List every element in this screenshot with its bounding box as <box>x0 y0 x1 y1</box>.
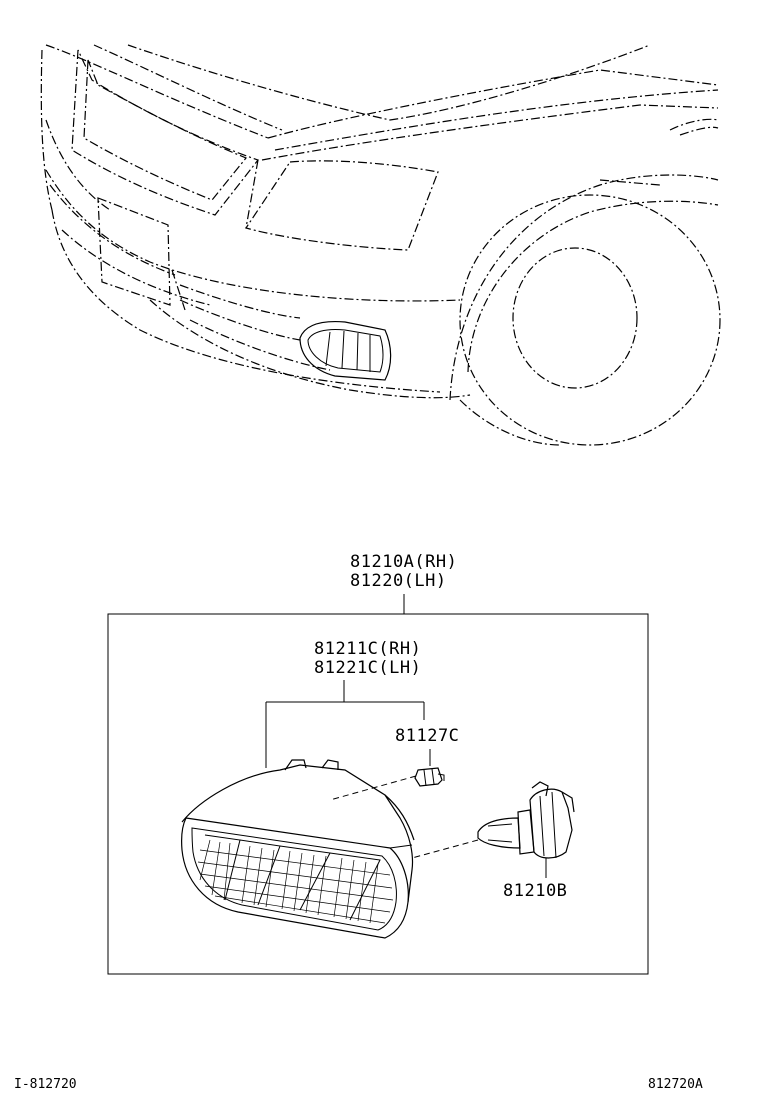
footer-right-code: 812720A <box>648 1077 703 1092</box>
footer-left-code: I-812720 <box>14 1077 77 1092</box>
lens-leader-bracket <box>265 680 425 768</box>
bulb-part-label: 81210B <box>503 881 567 901</box>
side-marker-lamp-drawing <box>181 759 415 939</box>
lens-part-rh-label: 81211C(RH) <box>314 639 421 659</box>
detail-frame <box>107 613 649 975</box>
bulb-drawing <box>477 781 575 859</box>
bulb-assembly-line <box>411 839 479 859</box>
assembly-part-lh-label: 81220(LH) <box>350 571 447 591</box>
car-front-illustration <box>40 44 721 446</box>
socket-part-label: 81127C <box>395 726 459 746</box>
lens-part-lh-label: 81221C(LH) <box>314 658 421 678</box>
assembly-part-rh-label: 81210A(RH) <box>350 552 457 572</box>
socket-drawing <box>414 767 445 787</box>
